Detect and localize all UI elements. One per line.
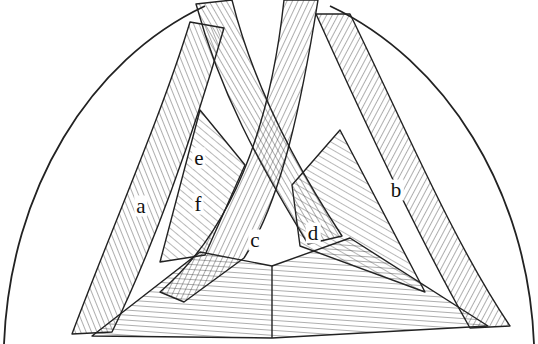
part-letter: b	[389, 180, 404, 201]
part-letter: a	[134, 196, 147, 217]
part-letter: e	[192, 148, 205, 169]
part-letter: c	[248, 230, 261, 251]
part-letter: d	[306, 223, 321, 244]
part-letter: f	[193, 194, 204, 215]
